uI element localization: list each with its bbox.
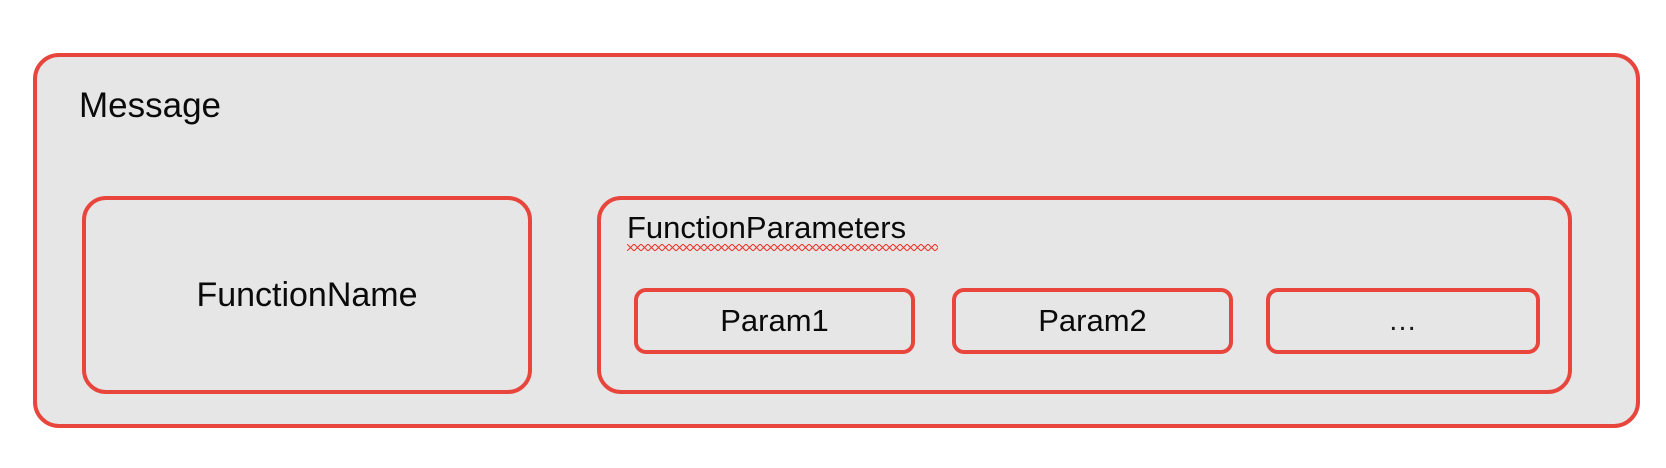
function-name-label: FunctionName (196, 276, 418, 314)
function-name-box[interactable]: FunctionName (82, 196, 532, 394)
function-parameters-label: FunctionParameters (627, 210, 907, 245)
function-parameters-box[interactable]: FunctionParameters Param1 Param2 … (597, 196, 1572, 394)
param-label-ellipsis: … (1388, 305, 1418, 337)
message-label: Message (79, 86, 222, 125)
param-box-1[interactable]: Param1 (634, 288, 915, 354)
param-box-ellipsis[interactable]: … (1266, 288, 1540, 354)
param-box-2[interactable]: Param2 (952, 288, 1233, 354)
param-label-2: Param2 (1038, 303, 1147, 338)
param-label-1: Param1 (720, 303, 829, 338)
message-box[interactable]: Message FunctionName FunctionParameters … (33, 53, 1640, 428)
spellcheck-squiggle-icon (627, 244, 938, 251)
